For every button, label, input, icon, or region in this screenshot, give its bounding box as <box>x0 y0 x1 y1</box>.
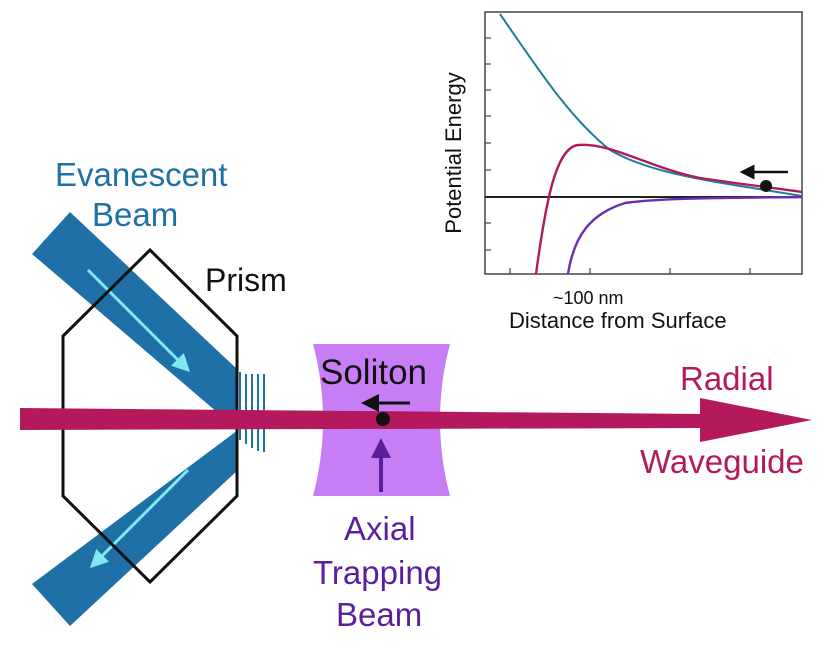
evanescent-beam <box>32 212 238 626</box>
radial-waveguide-label-line2: Waveguide <box>640 443 804 480</box>
evanescent-beam-label-line2: Beam <box>92 196 179 233</box>
axial-trapping-label-line3: Beam <box>336 596 423 633</box>
axial-trapping-label-line2: Trapping <box>313 554 443 591</box>
soliton-label: Soliton <box>320 353 428 392</box>
incoming-beam-arrow <box>86 268 191 373</box>
attractive-potential-curve <box>566 195 803 275</box>
radial-waveguide-label-line1: Radial <box>680 360 774 397</box>
soliton-particle <box>376 412 390 426</box>
inset-tick-annotation: ~100 nm <box>553 288 624 308</box>
combined-potential-curve <box>534 143 803 275</box>
axial-trapping-label-line1: Axial <box>344 510 416 547</box>
outgoing-beam-arm <box>32 430 238 626</box>
inset-ticks <box>485 37 751 274</box>
outgoing-beam-arrow <box>89 468 190 569</box>
inset-y-axis-label: Potential Energy <box>441 72 466 234</box>
incoming-beam-arm <box>32 212 238 430</box>
inset-x-axis-label: Distance from Surface <box>509 308 727 333</box>
evanescent-beam-label-line1: Evanescent <box>55 156 228 193</box>
radial-waveguide-arrow <box>20 398 812 442</box>
inset-particle-marker <box>760 180 772 192</box>
inset-plot-frame <box>484 11 803 275</box>
prism-outline <box>61 247 239 585</box>
potential-energy-inset <box>484 11 803 275</box>
prism-label: Prism <box>205 262 287 298</box>
